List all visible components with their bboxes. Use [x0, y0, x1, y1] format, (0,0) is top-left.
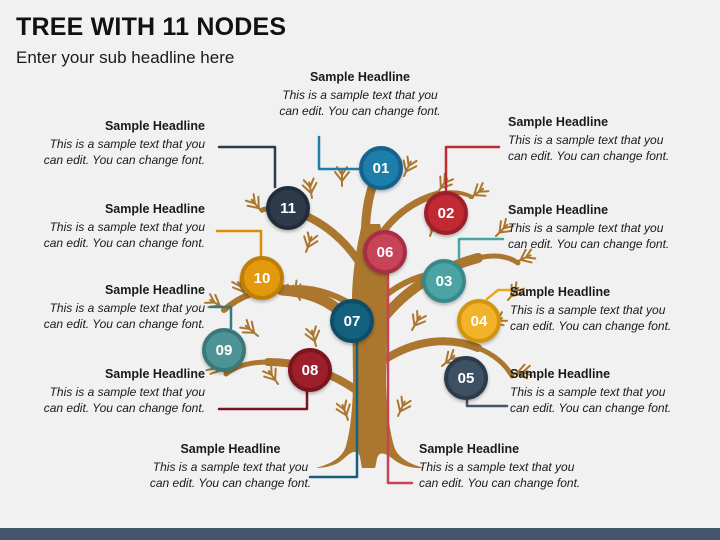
callout-headline: Sample Headline	[180, 442, 281, 456]
callout-body-line2: can edit. You can change font.	[508, 149, 670, 163]
node-01: 01	[359, 146, 403, 190]
callout-node-09: Sample Headline This is a sample text th…	[20, 283, 205, 332]
callout-headline: Sample Headline	[309, 70, 411, 84]
node-02-label: 02	[437, 204, 455, 222]
callout-node-11: Sample Headline This is a sample text th…	[20, 119, 205, 168]
callout-headline: Sample Headline	[510, 285, 611, 299]
node-06-label: 06	[376, 243, 394, 261]
callout-body-line2: can edit. You can change font.	[508, 237, 670, 251]
connector-node-02	[444, 145, 501, 192]
callout-body-line1: This is a sample text that you	[508, 133, 664, 147]
callout-body-line1: This is a sample text that you	[282, 88, 438, 102]
callout-body-line2: can edit. You can change font.	[43, 401, 205, 415]
callout-headline: Sample Headline	[508, 115, 609, 129]
callout-body-line1: This is a sample text that you	[419, 460, 575, 474]
connector-node-04	[485, 288, 515, 301]
callout-body-line2: can edit. You can change font.	[419, 476, 581, 490]
callout-body-line2: can edit. You can change font.	[510, 401, 672, 415]
callout-body-line2: can edit. You can change font.	[43, 236, 205, 250]
callout-node-01: Sample Headline This is a sample text th…	[250, 70, 470, 119]
callout-node-04: Sample Headline This is a sample text th…	[510, 285, 700, 334]
callout-headline: Sample Headline	[510, 367, 611, 381]
callout-headline: Sample Headline	[104, 367, 205, 381]
callout-node-02: Sample Headline This is a sample text th…	[508, 115, 698, 164]
connector-node-10	[215, 229, 263, 259]
node-01-label: 01	[372, 159, 390, 177]
connector-node-05	[465, 396, 509, 408]
node-08-label: 08	[301, 361, 319, 379]
callout-body-line1: This is a sample text that you	[510, 303, 666, 317]
callout-node-03: Sample Headline This is a sample text th…	[508, 203, 698, 252]
callout-node-06: Sample Headline This is a sample text th…	[419, 442, 609, 491]
connector-node-01	[317, 135, 360, 171]
callout-headline: Sample Headline	[104, 202, 205, 216]
callout-body-line1: This is a sample text that you	[49, 385, 205, 399]
node-05-label: 05	[457, 369, 475, 387]
callout-node-05: Sample Headline This is a sample text th…	[510, 367, 700, 416]
callout-body-line2: can edit. You can change font.	[149, 476, 312, 490]
node-04-label: 04	[470, 312, 488, 330]
callout-body-line1: This is a sample text that you	[510, 385, 666, 399]
callout-node-08: Sample Headline This is a sample text th…	[20, 367, 205, 416]
callout-body-line2: can edit. You can change font.	[43, 317, 205, 331]
node-11-label: 11	[280, 199, 296, 217]
connector-node-06	[386, 270, 414, 485]
callout-body-line1: This is a sample text that you	[49, 301, 205, 315]
node-09-label: 09	[215, 341, 233, 359]
node-08: 08	[288, 348, 332, 392]
node-10: 10	[240, 256, 284, 300]
connector-node-07	[308, 338, 359, 479]
node-05: 05	[444, 356, 488, 400]
page-title: TREE WITH 11 NODES	[16, 13, 287, 41]
callout-body-line2: can edit. You can change font.	[43, 153, 205, 167]
bottom-accent-bar	[0, 528, 720, 540]
page-subtitle: Enter your sub headline here	[16, 48, 235, 67]
node-10-label: 10	[253, 269, 271, 287]
callout-node-07: Sample Headline This is a sample text th…	[138, 442, 323, 491]
node-06: 06	[363, 230, 407, 274]
callout-headline: Sample Headline	[419, 442, 520, 456]
node-04: 04	[457, 299, 501, 343]
node-11: 11	[266, 186, 310, 230]
callout-body-line1: This is a sample text that you	[49, 137, 205, 151]
node-03-label: 03	[435, 272, 453, 290]
callout-body-line1: This is a sample text that you	[508, 221, 664, 235]
connector-node-09	[208, 305, 233, 330]
connector-node-03	[457, 237, 505, 260]
connector-node-11	[217, 145, 277, 189]
callout-headline: Sample Headline	[104, 283, 205, 297]
connector-node-08	[217, 389, 309, 411]
callout-headline: Sample Headline	[508, 203, 609, 217]
node-07-label: 07	[343, 312, 361, 330]
node-03: 03	[422, 259, 466, 303]
node-07: 07	[330, 299, 374, 343]
callout-node-10: Sample Headline This is a sample text th…	[20, 202, 205, 251]
node-02: 02	[424, 191, 468, 235]
callout-headline: Sample Headline	[104, 119, 205, 133]
node-09: 09	[202, 328, 246, 372]
callout-body-line2: can edit. You can change font.	[510, 319, 672, 333]
callout-body-line2: can edit. You can change font.	[279, 104, 441, 118]
callout-body-line1: This is a sample text that you	[49, 220, 205, 234]
callout-body-line1: This is a sample text that you	[152, 460, 309, 474]
